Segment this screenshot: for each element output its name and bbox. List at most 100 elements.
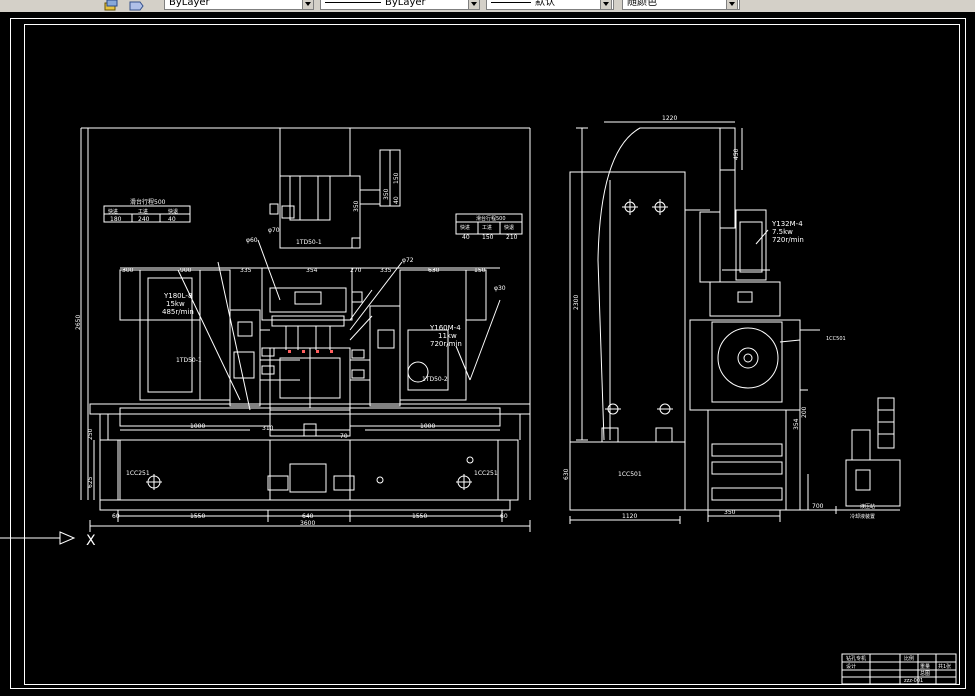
left-table-val-1: 180 xyxy=(110,216,122,223)
right-table-val-3: 210 xyxy=(506,234,518,241)
dim-350-vert: 350 xyxy=(353,200,360,212)
layer-combo-value: ByLayer xyxy=(169,0,210,8)
drawing-canvas[interactable]: 滑台行程500 快进 工进 快退 180 240 40 滑台行程500 快进 工… xyxy=(0,12,975,696)
right-table-head: 滑台行程500 xyxy=(476,215,506,222)
side-dim-base-width: 1120 xyxy=(622,513,637,520)
left-head-label: 1TD50-1 xyxy=(176,357,202,364)
left-motor-speed: 485r/min xyxy=(162,308,194,316)
linetype-combo-dropdown[interactable] xyxy=(468,0,480,10)
dim-300: 300 xyxy=(122,267,134,274)
layer-previous-icon[interactable] xyxy=(128,0,144,11)
side-dim-top-height: 450 xyxy=(733,148,740,160)
right-table-val-2: 150 xyxy=(482,234,494,241)
dim-1550-right: 1550 xyxy=(412,513,427,520)
layer-combo[interactable]: ByLayer xyxy=(164,0,314,10)
vert-table-val-3: 40 xyxy=(393,196,400,204)
dim-70: 70 xyxy=(340,433,348,440)
left-motor-power: 15kw xyxy=(166,300,185,308)
lineweight-combo-value: 默认 xyxy=(535,0,555,8)
inner-border xyxy=(24,24,960,685)
right-table-col-2: 工进 xyxy=(482,224,492,231)
note-phi72: φ72 xyxy=(402,257,414,264)
dim-1000-left: 1000 xyxy=(190,423,205,430)
side-dim-354: 354 xyxy=(793,418,800,430)
side-dim-height: 2300 xyxy=(573,295,580,310)
side-view xyxy=(569,121,901,524)
right-table-col-1: 快进 xyxy=(460,224,470,231)
right-motor-power: 11kw xyxy=(438,332,457,340)
dim-335-right: 335 xyxy=(380,267,392,274)
left-motor-model: Y180L-8 xyxy=(163,292,192,300)
vert-table-val-1: 350 xyxy=(383,188,390,200)
side-note: 1CC501 xyxy=(826,336,846,342)
dim-height: 2650 xyxy=(75,315,82,330)
dim-60-right: 60 xyxy=(500,513,508,520)
dim-335-left: 335 xyxy=(240,267,252,274)
left-table-col-1: 快进 xyxy=(108,208,118,215)
dim-1550-left: 1550 xyxy=(190,513,205,520)
side-base-label: 1CC501 xyxy=(618,471,642,478)
tb-r1-c3: 比例 xyxy=(904,655,914,662)
lineweight-combo[interactable]: 默认 xyxy=(486,0,614,10)
linetype-combo-value: ByLayer xyxy=(385,0,426,8)
left-table-head: 滑台行程500 xyxy=(130,198,166,206)
right-motor-speed: 720r/min xyxy=(430,340,462,348)
right-table-val-1: 40 xyxy=(462,234,470,241)
note-phi70: φ70 xyxy=(268,227,280,234)
note-phi30: φ30 xyxy=(494,285,506,292)
side-motor-speed: 720r/min xyxy=(772,236,804,244)
properties-toolbar: ByLayer ByLayer 默认 随颜色 xyxy=(0,0,975,12)
tb-r2-c4: 重量 xyxy=(920,663,930,670)
title-block xyxy=(841,653,957,685)
color-combo-value: 随颜色 xyxy=(627,0,657,8)
lineweight-combo-dropdown[interactable] xyxy=(600,0,612,10)
dim-1000-right: 1000 xyxy=(420,423,435,430)
dim-625: 625 xyxy=(87,476,94,488)
left-table-col-2: 工进 xyxy=(138,208,148,215)
left-stroke-table xyxy=(103,205,191,223)
outer-border xyxy=(10,18,966,689)
right-stroke-table xyxy=(455,213,523,235)
layer-combo-dropdown[interactable] xyxy=(302,0,314,10)
right-head-label: 1TD50-2 xyxy=(422,376,448,383)
side-dim-base-h: 630 xyxy=(563,468,570,480)
tb-code: zzz-001 xyxy=(904,678,923,684)
tb-r2-c5: 共1张 xyxy=(938,663,951,670)
left-table-col-3: 快退 xyxy=(168,208,178,215)
note-phi60: φ60 xyxy=(246,237,258,244)
side-note-small: 液压站 xyxy=(860,503,875,510)
side-dim-700: 700 xyxy=(812,503,824,510)
color-combo-dropdown[interactable] xyxy=(726,0,738,10)
front-view xyxy=(80,127,531,532)
left-base-label: 1CC251 xyxy=(126,470,150,477)
vert-table-val-2: 150 xyxy=(393,172,400,184)
side-note-bottom: 冷却液装置 xyxy=(850,513,875,520)
tb-r2-c1: 设计 xyxy=(846,663,856,670)
dim-150: 150 xyxy=(474,267,486,274)
front-view-text: 滑台行程500 快进 工进 快退 180 240 40 滑台行程500 快进 工… xyxy=(75,172,518,527)
right-table-col-3: 快退 xyxy=(504,224,514,231)
dim-630: 630 xyxy=(428,267,440,274)
dim-354: 354 xyxy=(306,267,318,274)
dim-640: 640 xyxy=(302,513,314,520)
side-view-text: 1220 450 2300 1120 630 350 700 200 354 Y… xyxy=(563,115,875,520)
color-combo[interactable]: 随颜色 xyxy=(622,0,740,10)
tb-r1-c1: 钻孔专机 xyxy=(846,655,866,662)
tool-markers xyxy=(288,350,333,353)
layer-state-icon[interactable] xyxy=(104,0,118,11)
side-dim-top-width: 1220 xyxy=(662,115,677,122)
side-motor-model: Y132M-4 xyxy=(771,220,803,228)
dim-310: 310 xyxy=(262,425,274,432)
side-motor-power: 7.5kw xyxy=(772,228,793,236)
dim-900: 900 xyxy=(180,267,192,274)
side-dim-200: 200 xyxy=(801,406,808,418)
top-head-label: 1TD50-1 xyxy=(296,239,322,246)
title-block-text: 钻孔专机 比例 设计 重量 共1张 总图 zzz-001 xyxy=(846,655,951,684)
dim-3600: 3600 xyxy=(300,520,315,527)
side-dim-350: 350 xyxy=(724,509,736,516)
linetype-combo[interactable]: ByLayer xyxy=(320,0,480,10)
ucs-icon xyxy=(0,531,76,545)
vertical-stroke-table xyxy=(379,149,401,207)
right-base-label: 1CC251 xyxy=(474,470,498,477)
tb-r3-c4: 总图 xyxy=(920,670,930,677)
